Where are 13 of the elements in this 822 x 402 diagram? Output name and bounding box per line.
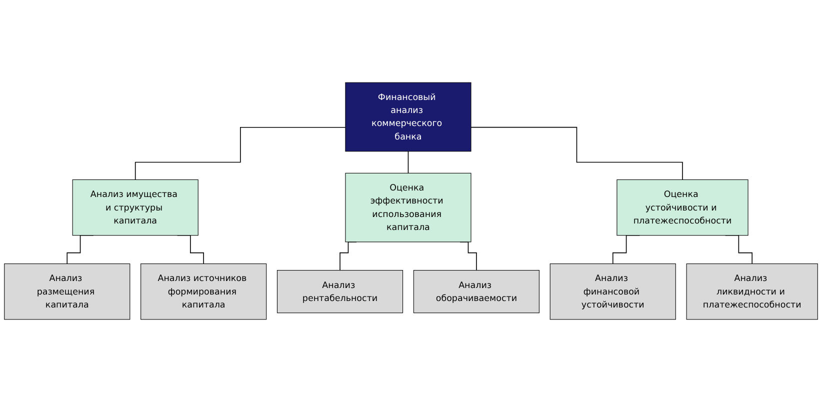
node-box: Анализ ликвидности и платежеспособности: [686, 263, 818, 320]
connector: [134, 126, 346, 180]
node-box: Анализ рентабельности: [276, 270, 404, 314]
node-box: Анализ размещения капитала: [4, 263, 130, 320]
connector: [408, 150, 409, 174]
node-box: Финансовый анализ коммерческого банка: [345, 82, 472, 152]
connector: [470, 126, 683, 180]
node-box: Оценка устойчивости и платежеспособности: [616, 179, 748, 236]
node-box: Анализ источников формирования капитала: [140, 263, 267, 320]
node-box: Анализ финансовой устойчивости: [550, 263, 676, 320]
node-box: Оценка эффективности использования капитала: [345, 172, 472, 242]
node-box: Анализ оборачиваемости: [413, 270, 540, 314]
node-box: Анализ имущества и структуры капитала: [72, 179, 198, 236]
